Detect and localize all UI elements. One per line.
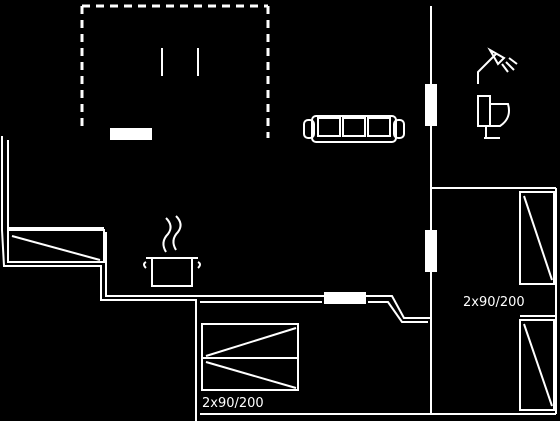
dashed-area-outline	[80, 4, 270, 138]
door-marker-bathroom	[425, 84, 437, 126]
bed-size-label: 2x90/200	[202, 396, 264, 411]
corridor-wall-inner-right	[368, 301, 428, 323]
bed-icon	[519, 191, 555, 411]
left-inner-wall	[7, 140, 104, 229]
toilet-icon	[477, 95, 510, 139]
bed-size-label: 2x90/200	[463, 295, 525, 310]
inner-window-mark	[161, 48, 199, 76]
bed-icon	[201, 323, 299, 391]
door-marker-bedroom	[425, 230, 437, 272]
cooking-pot-icon	[143, 215, 201, 287]
door-marker-corridor	[324, 292, 366, 304]
shower-icon	[477, 47, 518, 84]
door-marker-kitchen	[110, 128, 152, 140]
corridor-wall	[366, 295, 431, 319]
sofa-icon	[303, 115, 405, 143]
left-outer-wall	[1, 136, 197, 421]
kitchen-counter	[7, 229, 105, 263]
kitchen-lower-wall	[105, 232, 324, 297]
